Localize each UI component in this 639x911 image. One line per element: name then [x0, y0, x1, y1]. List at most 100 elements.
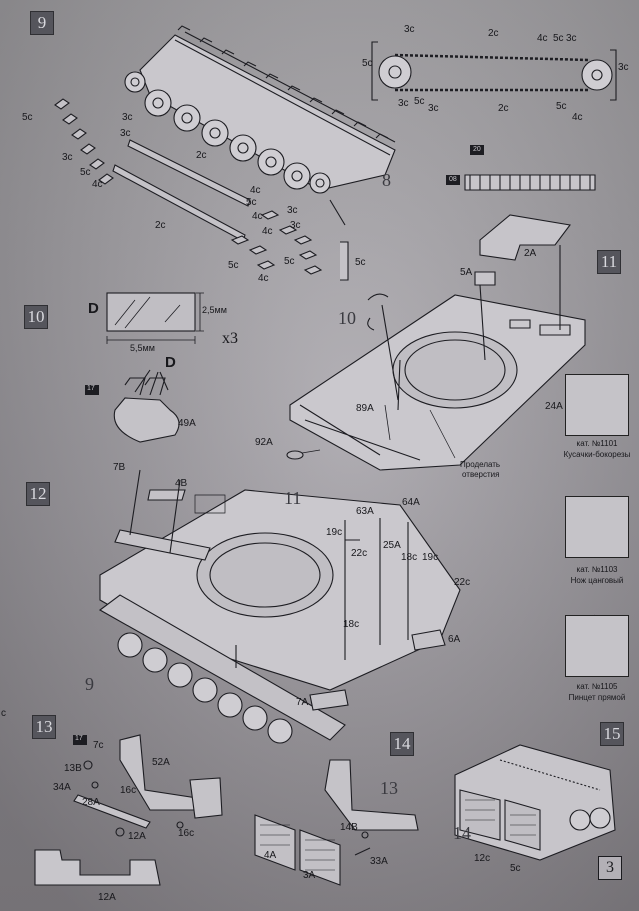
label: 4c: [258, 273, 269, 284]
label: 5c: [284, 256, 295, 267]
tool-name: Нож цанговый: [570, 576, 624, 585]
label: 5c: [228, 260, 239, 271]
label: 3c: [290, 220, 301, 231]
label: 92A: [255, 437, 273, 448]
label: 22c: [454, 577, 471, 588]
label: 3c: [566, 33, 577, 44]
step15-rear: [454, 744, 616, 861]
label: 4A: [264, 850, 277, 861]
label: 18c: [401, 552, 418, 563]
label: 18c: [343, 619, 360, 630]
label: 12A: [128, 831, 146, 842]
ghost-step-number: 14: [453, 823, 471, 843]
step9-road-wheels: [124, 71, 331, 194]
label: 5c: [553, 33, 564, 44]
part-letter: D: [165, 354, 176, 371]
quantity-multiplier: x3: [222, 330, 238, 347]
label: 4B: [175, 478, 188, 489]
label: 3c: [398, 98, 409, 109]
label: 4c: [92, 179, 103, 190]
step9-track-diagram: [371, 41, 617, 101]
label: 2c: [155, 220, 166, 231]
label: 5c: [80, 167, 91, 178]
label: 7c: [93, 740, 104, 751]
step-11-marker: 11: [597, 250, 621, 274]
label: 24A: [545, 401, 563, 412]
step11-hull: [286, 214, 586, 471]
label: 63A: [356, 506, 374, 517]
label: 28A: [82, 797, 100, 808]
ghost-step-number: 9: [85, 674, 94, 694]
label: 13B: [64, 763, 82, 774]
label: 4c: [572, 112, 583, 123]
label: 4c: [252, 211, 263, 222]
tool-image-cutters: [565, 374, 629, 436]
label: 25A: [383, 540, 401, 551]
label: 2A: [524, 248, 537, 259]
tool-catalog: кат. №1103: [576, 565, 618, 574]
badges: [73, 145, 484, 745]
label: 22c: [351, 548, 368, 559]
label: 7B: [113, 462, 126, 473]
badge-20: 20: [473, 146, 481, 153]
step-9-marker: 9: [30, 11, 54, 35]
label: 2c: [196, 150, 207, 161]
step10-glass: [106, 292, 204, 344]
tool-image-knife: [565, 496, 629, 558]
label: 16c: [120, 785, 137, 796]
tool-catalog: кат. №1101: [576, 439, 618, 448]
badge-17: 17: [87, 385, 95, 392]
ghost-step-number: 11: [284, 488, 302, 508]
ghost-step-number: 13: [380, 778, 398, 798]
step9-detail-track: [464, 174, 596, 191]
step14-rack: [254, 759, 419, 886]
label: 5c: [556, 101, 567, 112]
label: 3c: [428, 103, 439, 114]
label: 6A: [448, 634, 461, 645]
ghost-step-number: 8: [382, 170, 391, 190]
step9-track-links: [54, 98, 349, 281]
dimension-width: 5,5мм: [130, 343, 155, 353]
label: 16c: [178, 828, 195, 839]
tool-catalog: кат. №1105: [576, 682, 618, 691]
step-12-marker: 12: [26, 482, 50, 506]
label: 3c: [404, 24, 415, 35]
part-letter: D: [88, 300, 99, 317]
step-10-marker: 10: [24, 305, 48, 329]
drill-note: отверстия: [462, 470, 500, 479]
tool-image-tweezers: [565, 615, 629, 677]
badge-17: 17: [75, 735, 83, 742]
step-13-marker: 13: [32, 715, 56, 739]
step-14-marker: 14: [390, 732, 414, 756]
label: 12A: [98, 892, 116, 903]
dimension-height: 2,5мм: [202, 305, 227, 315]
label: 2c: [498, 103, 509, 114]
label: 2c: [488, 28, 499, 39]
step12-hull: [98, 469, 461, 744]
label: 7A: [296, 697, 309, 708]
label: 5c: [355, 257, 366, 268]
label: 64A: [402, 497, 420, 508]
label: 5c: [510, 863, 521, 874]
label: 19c: [326, 527, 343, 538]
label: 14B: [340, 822, 358, 833]
step10-lamp: [113, 369, 180, 443]
label: 89A: [356, 403, 374, 414]
label: 4c: [250, 185, 261, 196]
label: 3c: [122, 112, 133, 123]
label: 3c: [120, 128, 131, 139]
label: 34A: [53, 782, 71, 793]
tool-name: Кусачки-бокорезы: [563, 450, 631, 459]
label: 5c: [362, 58, 373, 69]
step13-bracket: [34, 734, 223, 886]
margin-mark: c: [1, 708, 6, 719]
page-number: 3: [598, 856, 622, 880]
label: 3c: [62, 152, 73, 163]
label: 19c: [422, 552, 439, 563]
badge-08: 08: [449, 176, 457, 183]
label: 5c: [414, 96, 425, 107]
label: 49A: [178, 418, 196, 429]
label: 4c: [537, 33, 548, 44]
